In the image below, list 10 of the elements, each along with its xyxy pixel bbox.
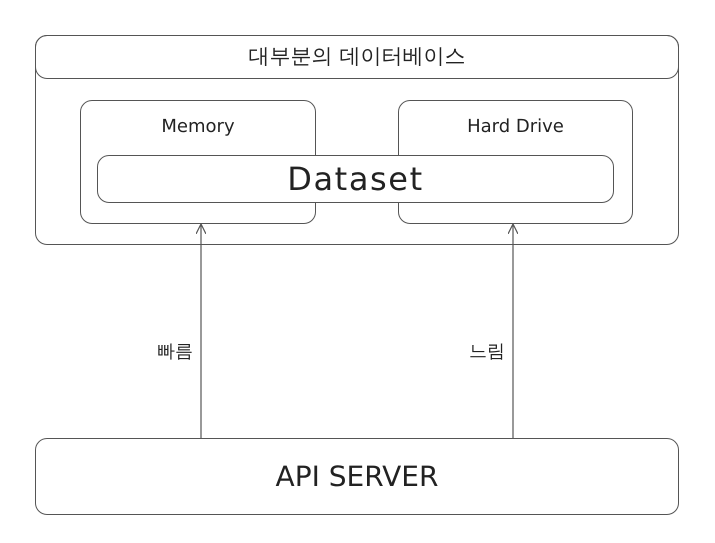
group-container bbox=[35, 35, 679, 245]
header-title: 대부분의 데이터베이스 bbox=[248, 43, 466, 70]
arrow bbox=[195, 223, 207, 438]
box-label: Dataset bbox=[287, 159, 424, 200]
box-label: Hard Drive bbox=[467, 115, 564, 139]
box-label: Memory bbox=[161, 115, 235, 139]
arrow bbox=[507, 223, 519, 438]
rounded-box bbox=[97, 155, 614, 203]
box-label: API SERVER bbox=[276, 458, 438, 494]
rounded-box bbox=[35, 438, 679, 515]
